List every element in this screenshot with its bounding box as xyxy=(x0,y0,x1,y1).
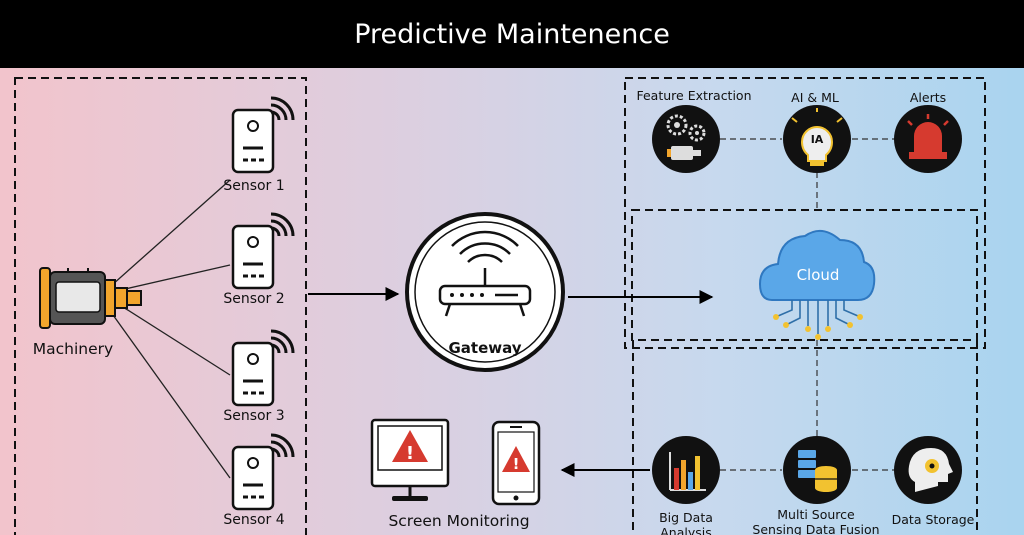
phone-alert-icon: ! xyxy=(491,420,541,506)
sensor-wifi-icon xyxy=(231,329,295,407)
alerts-label: Alerts xyxy=(909,90,947,105)
analytics-group-frame xyxy=(624,77,986,349)
sensor-wifi-icon xyxy=(231,96,295,174)
title-bar: Predictive Maintenence xyxy=(0,0,1024,68)
gears-icon xyxy=(652,105,720,173)
bar-chart-icon xyxy=(652,436,720,504)
data-storage-label: Data Storage xyxy=(891,512,975,527)
storage-group-frame xyxy=(632,340,978,535)
ai-badge-text: IA xyxy=(811,133,824,146)
sensor-4-label: Sensor 4 xyxy=(223,512,285,528)
svg-text:!: ! xyxy=(406,443,414,464)
sensor-group-frame xyxy=(14,77,307,535)
cloud-icon xyxy=(758,229,876,340)
page-title: Predictive Maintenence xyxy=(354,18,670,50)
machinery-label: Machinery xyxy=(32,340,114,358)
sensor-wifi-icon xyxy=(231,212,295,290)
sensor-wifi-icon xyxy=(231,433,295,511)
feature-extraction-label: Feature Extraction xyxy=(636,88,752,103)
sensor-3-label: Sensor 3 xyxy=(223,408,285,424)
svg-text:!: ! xyxy=(513,455,520,473)
ai-ml-label: AI & ML xyxy=(791,90,839,105)
cloud-group-frame xyxy=(631,209,978,341)
brain-lightbulb-icon: IA xyxy=(783,105,851,173)
big-data-analytics-label: Big Data Analysis xyxy=(659,510,713,535)
sensor-1-label: Sensor 1 xyxy=(223,178,285,194)
monitor-alert-icon: ! xyxy=(370,418,450,501)
data-fusion-label: Multi Source Sensing Data Fusion xyxy=(752,507,880,535)
screen-monitoring-label: Screen Monitoring xyxy=(388,512,530,530)
sensor-2-label: Sensor 2 xyxy=(223,291,285,307)
database-icon xyxy=(783,436,851,504)
gateway-label: Gateway xyxy=(448,339,522,357)
head-gear-icon xyxy=(894,436,962,504)
motor-icon xyxy=(39,267,142,329)
analytics-connectors xyxy=(720,138,896,471)
siren-icon xyxy=(894,105,962,173)
router-icon xyxy=(405,212,565,372)
cloud-label: Cloud xyxy=(796,266,840,284)
machine-sensor-links xyxy=(107,179,231,479)
